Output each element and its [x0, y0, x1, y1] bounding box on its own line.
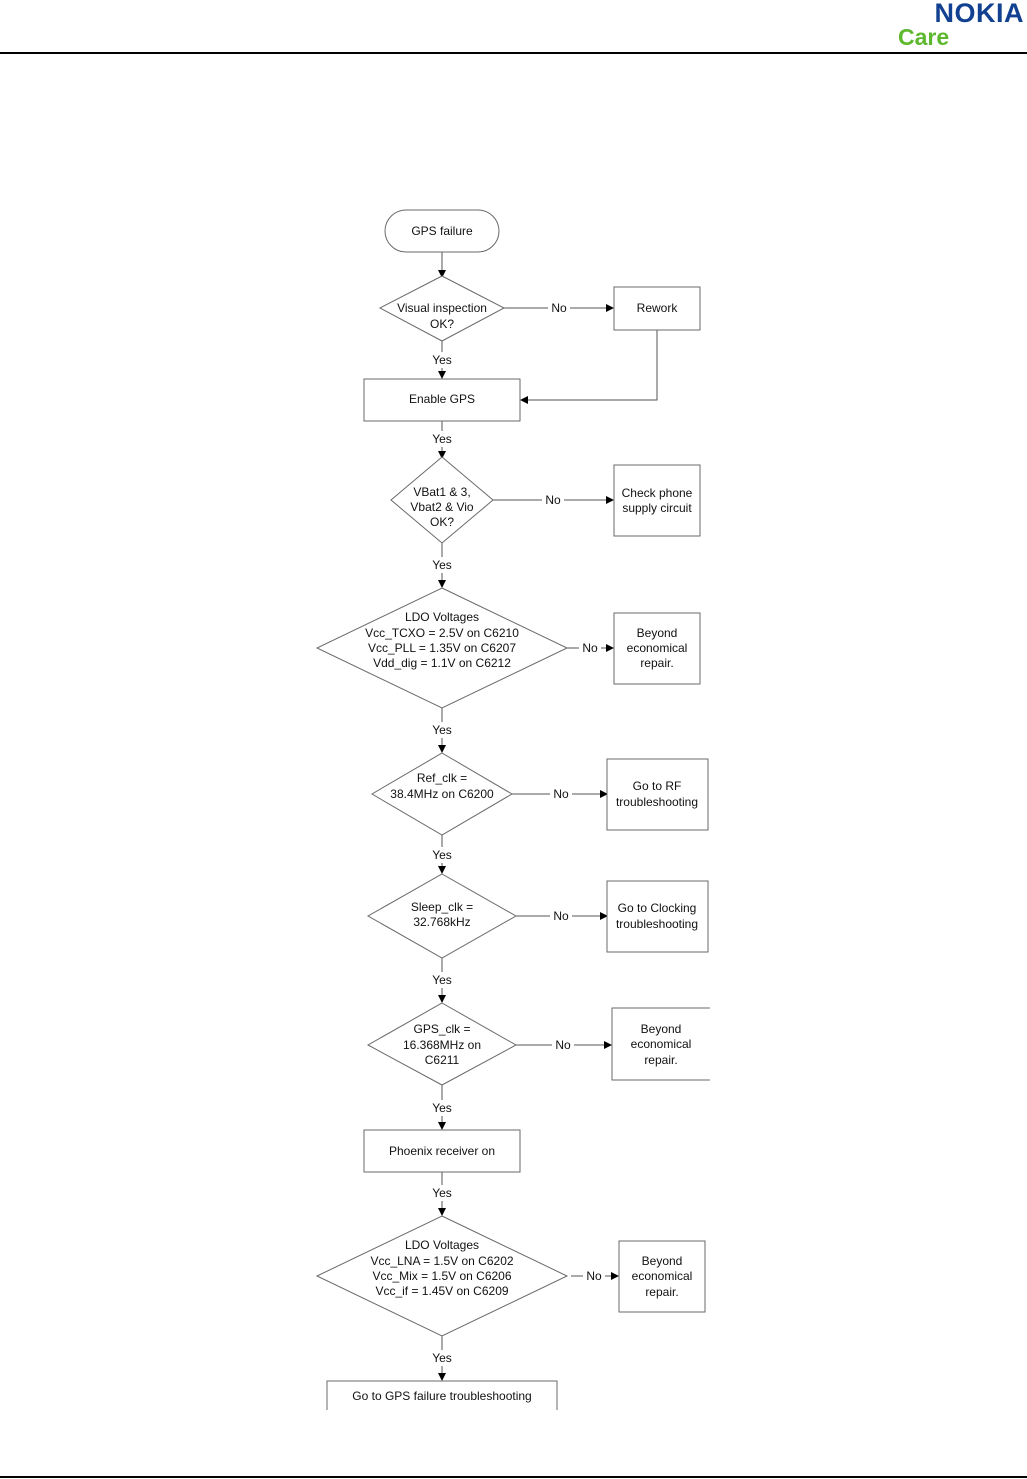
decision-text: Vbat2 & Vio — [410, 500, 473, 514]
logo-subbrand: Care — [898, 24, 950, 50]
process-text: repair. — [640, 656, 673, 670]
ldo-voltages-decision-2: LDO Voltages Vcc_LNA = 1.5V on C6202 Vcc… — [315, 1215, 569, 1337]
yes-label: Yes — [432, 432, 452, 446]
process-text: repair. — [645, 1285, 678, 1299]
check-supply-box: Check phone supply circuit — [613, 464, 701, 537]
header-rule — [0, 52, 1027, 54]
ldo-voltages-decision-1: LDO Voltages Vcc_TCXO = 2.5V on C6210 Vc… — [315, 587, 569, 709]
vbat-decision: VBat1 & 3, Vbat2 & Vio OK? — [390, 456, 494, 544]
decision-text: Vcc_TCXO = 2.5V on C6210 — [365, 626, 519, 640]
process-text: Check phone — [622, 486, 693, 500]
clocking-troubleshooting-box: Go to Clocking troubleshooting — [606, 880, 709, 953]
enable-gps-box: Enable GPS — [363, 378, 521, 422]
process-text: Go to GPS failure troubleshooting — [352, 1389, 531, 1403]
process-text: supply circuit — [622, 501, 692, 515]
yes-label: Yes — [432, 558, 452, 572]
rework-box: Rework — [613, 286, 701, 331]
no-label: No — [586, 1269, 602, 1283]
yes-label: Yes — [432, 848, 452, 862]
yes-label: Yes — [432, 1351, 452, 1365]
decision-text: 32.768kHz — [413, 915, 470, 929]
beyond-repair-box-1: Beyond economical repair. — [613, 612, 701, 685]
process-text: Go to RF — [633, 779, 682, 793]
decision-text: Vcc_LNA = 1.5V on C6202 — [370, 1254, 513, 1268]
decision-text: 38.4MHz on C6200 — [390, 787, 494, 801]
beyond-repair-box-3: Beyond economical repair. — [618, 1240, 706, 1313]
decision-text: Vcc_if = 1.45V on C6209 — [375, 1284, 508, 1298]
process-text: economical — [632, 1269, 693, 1283]
process-text: economical — [631, 1037, 692, 1051]
decision-text: Vcc_PLL = 1.35V on C6207 — [368, 641, 516, 655]
start-terminator: GPS failure — [384, 209, 500, 253]
no-label: No — [553, 909, 569, 923]
ref-clk-decision: Ref_clk = 38.4MHz on C6200 — [371, 752, 513, 836]
decision-text: LDO Voltages — [405, 610, 479, 624]
no-label: No — [551, 301, 567, 315]
decision-text: 16.368MHz on — [403, 1038, 481, 1052]
process-text: economical — [627, 641, 688, 655]
process-text: Rework — [637, 301, 679, 315]
decision-text: OK? — [430, 317, 454, 331]
logo-brand: NOKIA — [934, 0, 1024, 28]
gps-clk-decision: GPS_clk = 16.368MHz on C6211 — [366, 1002, 518, 1086]
process-text: Beyond — [641, 1022, 682, 1036]
rf-troubleshooting-box: Go to RF troubleshooting — [606, 758, 709, 831]
yes-label: Yes — [432, 1186, 452, 1200]
start-label: GPS failure — [411, 224, 473, 238]
process-text: Enable GPS — [409, 392, 475, 406]
phoenix-receiver-box: Phoenix receiver on — [363, 1129, 521, 1173]
no-label: No — [555, 1038, 571, 1052]
decision-text: Vcc_Mix = 1.5V on C6206 — [372, 1269, 511, 1283]
gps-troubleshooting-box: Go to GPS failure troubleshooting — [326, 1380, 558, 1410]
no-label: No — [545, 493, 561, 507]
decision-text: C6211 — [425, 1053, 460, 1067]
decision-text: Visual inspection — [397, 301, 487, 315]
branch-labels: Yes Yes Yes Yes Yes Yes Yes Yes Yes No N… — [427, 300, 605, 1366]
decision-text: VBat1 & 3, — [413, 485, 470, 499]
beyond-repair-box-2: Beyond economical repair. — [611, 1007, 710, 1081]
footer-rule — [0, 1476, 1027, 1478]
sleep-clk-decision: Sleep_clk = 32.768kHz — [366, 873, 518, 959]
yes-label: Yes — [432, 353, 452, 367]
no-label: No — [553, 787, 569, 801]
yes-label: Yes — [432, 723, 452, 737]
decision-text: LDO Voltages — [405, 1238, 479, 1252]
process-text: Go to Clocking — [618, 901, 697, 915]
no-label: No — [582, 641, 598, 655]
decision-text: Ref_clk = — [417, 771, 467, 785]
process-text: Beyond — [642, 1254, 683, 1268]
visual-inspection-decision: Visual inspection OK? — [378, 275, 506, 342]
process-text: repair. — [644, 1053, 677, 1067]
yes-label: Yes — [432, 973, 452, 987]
process-text: troubleshooting — [616, 795, 698, 809]
process-text: Beyond — [637, 626, 678, 640]
process-text: troubleshooting — [616, 917, 698, 931]
process-text: Phoenix receiver on — [389, 1144, 495, 1158]
nokia-care-logo: NOKIA Care — [896, 0, 1027, 50]
decision-text: OK? — [430, 515, 454, 529]
decision-text: Vdd_dig = 1.1V on C6212 — [373, 656, 511, 670]
decision-text: Sleep_clk = — [411, 900, 473, 914]
decision-text: GPS_clk = — [413, 1022, 470, 1036]
yes-label: Yes — [432, 1101, 452, 1115]
